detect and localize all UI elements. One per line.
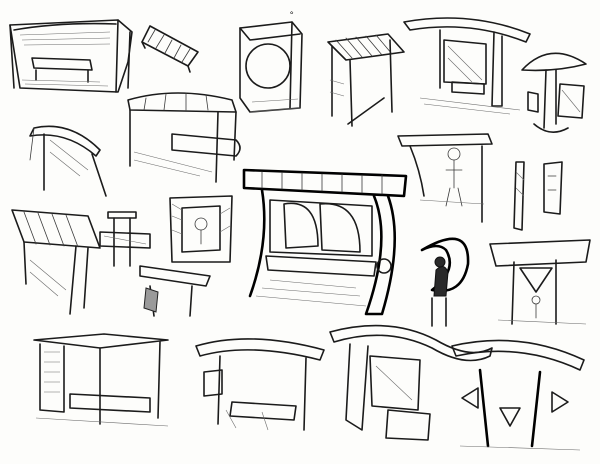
crescent-figure xyxy=(420,237,470,327)
leaning-roof-shelter xyxy=(11,209,101,315)
column-details xyxy=(513,161,563,231)
bracket-detail xyxy=(99,211,211,317)
ornate-frame xyxy=(169,195,233,263)
sketch-mark: ✿ xyxy=(290,10,294,15)
figure-shelter xyxy=(397,133,493,223)
mushroom-kiosk xyxy=(521,52,587,133)
arrow-sign-canopy xyxy=(489,239,591,325)
arrow-post-pair xyxy=(451,339,585,451)
curved-roof-bus-stop xyxy=(403,17,531,115)
circle-cutout-box: ✿ xyxy=(239,10,303,113)
arched-canopy-bench xyxy=(127,92,241,183)
wave-roof-shelter xyxy=(329,324,493,441)
vending-shelter xyxy=(33,333,169,427)
main-double-bench-shelter xyxy=(242,168,408,316)
canopy-bench-shelter xyxy=(9,19,133,93)
curved-roof-frame xyxy=(29,125,107,197)
slatted-panel xyxy=(141,25,199,73)
pergola-frame xyxy=(327,33,405,127)
box-bench-shelter xyxy=(195,338,325,431)
